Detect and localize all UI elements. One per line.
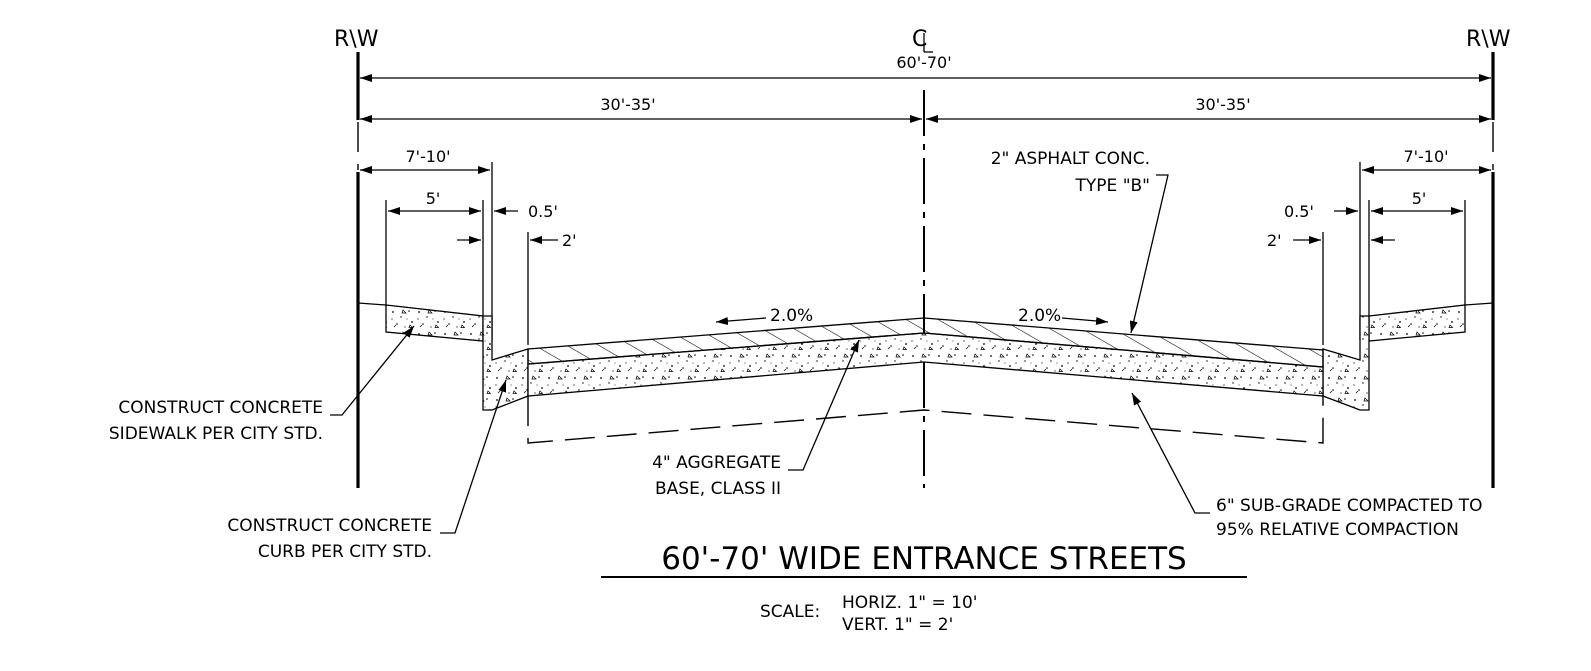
callout-sidewalk-line1: CONSTRUCT CONCRETE: [118, 398, 323, 418]
drawing-title: 60'-70' WIDE ENTRANCE STREETS: [661, 541, 1187, 577]
sidewalk-left: [385, 304, 484, 342]
callout-asphalt-line1: 2" ASPHALT CONC.: [991, 149, 1150, 169]
slope-arrow-right: 2.0%: [1018, 306, 1109, 326]
curb-gutter-right: [1322, 315, 1370, 411]
dimension-curb-left: 0.5': [457, 202, 558, 244]
rw-left-label: R\W: [334, 27, 379, 52]
asphalt-layer: [527, 317, 1324, 368]
callout-curb-line2: CURB PER CITY STD.: [258, 542, 432, 562]
scale-horizontal: HORIZ. 1" = 10': [842, 593, 977, 613]
scale-vertical: VERT. 1" = 2': [842, 615, 953, 635]
slope-left-label: 2.0%: [770, 306, 813, 326]
slope-right-label: 2.0%: [1018, 306, 1061, 326]
dimension-half-left: 30'-35': [360, 95, 922, 123]
callout-curb: CONSTRUCT CONCRETE CURB PER CITY STD.: [227, 379, 507, 562]
callout-sidewalk: CONSTRUCT CONCRETE SIDEWALK PER CITY STD…: [109, 325, 415, 444]
sidewalk-right: [1368, 304, 1466, 342]
dimension-curb-right-label: 0.5': [1284, 202, 1314, 221]
rw-right-label: R\W: [1466, 27, 1511, 52]
dimension-sidewalk-left-label: 5': [426, 189, 441, 208]
callout-subgrade: 6" SUB-GRADE COMPACTED TO 95% RELATIVE C…: [1131, 392, 1483, 540]
dimension-half-left-label: 30'-35': [600, 95, 655, 114]
dimension-sidewalk-area-right: 7'-10': [1362, 147, 1491, 174]
scale-label: SCALE:: [760, 602, 820, 622]
callout-subgrade-line2: 95% RELATIVE COMPACTION: [1216, 520, 1459, 540]
curb-gutter-left: [482, 315, 529, 411]
callout-sidewalk-line2: SIDEWALK PER CITY STD.: [109, 424, 323, 444]
dimension-sidewalk-right-label: 5': [1412, 189, 1427, 208]
dimension-total-width: 60'-70': [360, 53, 1491, 82]
dimension-curb-left-label: 0.5': [528, 202, 558, 221]
callout-asphalt-line2: TYPE "B": [1075, 176, 1150, 196]
subgrade-outline: [527, 396, 1324, 444]
dimension-sidewalk-area-right-label: 7'-10': [1403, 147, 1448, 166]
callout-subgrade-line1: 6" SUB-GRADE COMPACTED TO: [1216, 496, 1483, 516]
dimension-sidewalk-right: 5': [1371, 189, 1463, 215]
dimension-total-label: 60'-70': [896, 53, 951, 72]
callout-aggregate-base: 4" AGGREGATE BASE, CLASS II: [652, 339, 860, 499]
centerline-symbol: C: [912, 27, 933, 53]
callout-asphalt: 2" ASPHALT CONC. TYPE "B": [991, 149, 1169, 334]
callout-base-line1: 4" AGGREGATE: [652, 453, 781, 473]
dimension-sidewalk-left: 5': [388, 189, 481, 215]
slope-arrow-left: 2.0%: [715, 306, 813, 326]
dimension-gutter-right: 2': [1267, 231, 1321, 250]
dimension-half-right-label: 30'-35': [1195, 95, 1250, 114]
dimension-gutter-left-label: 2': [562, 231, 577, 250]
dimension-gutter-left: 2': [530, 231, 577, 250]
dimension-curb-right: 0.5': [1284, 202, 1395, 244]
dimension-sidewalk-area-left: 7'-10': [360, 147, 490, 174]
centerline-label: C: [912, 27, 927, 52]
callout-curb-line1: CONSTRUCT CONCRETE: [227, 516, 432, 536]
dimension-sidewalk-area-left-label: 7'-10': [405, 147, 450, 166]
dimension-half-right: 30'-35': [926, 95, 1491, 123]
callout-base-line2: BASE, CLASS II: [655, 479, 781, 499]
dimension-gutter-right-label: 2': [1267, 231, 1282, 250]
